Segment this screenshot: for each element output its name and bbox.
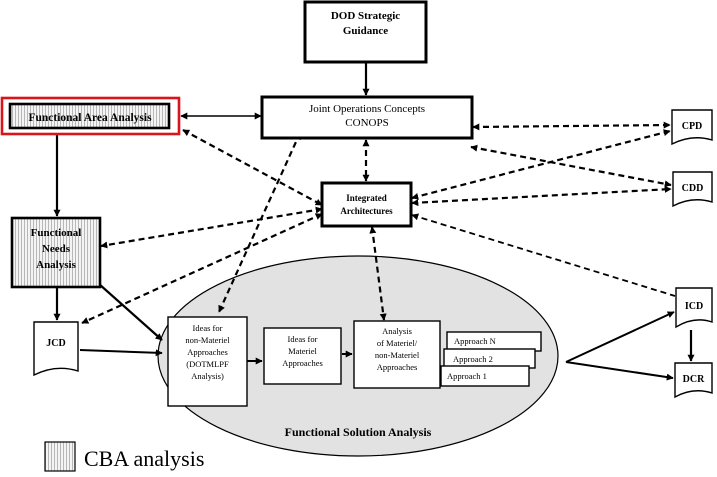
faa-ia-link <box>182 129 323 206</box>
approach-n-box: Approach N <box>446 331 542 352</box>
svg-text:Joint Operations Concepts: Joint Operations Concepts <box>309 103 425 115</box>
functional-area-analysis-box: Functional Area Analysis <box>0 96 181 136</box>
jcd-to-ideas <box>79 349 163 357</box>
svg-text:ICD: ICD <box>685 301 703 312</box>
svg-text:JCD: JCD <box>46 338 65 349</box>
functional-needs-analysis-box: Functional Needs Analysis <box>10 216 102 289</box>
connectors <box>53 63 695 381</box>
svg-text:Analysis): Analysis) <box>191 371 224 381</box>
svg-text:Ideas for: Ideas for <box>288 334 318 344</box>
ideas-non-materiel-box: Ideas for non-Materiel Approaches (DOTML… <box>167 316 248 407</box>
svg-text:Approach 2: Approach 2 <box>453 354 493 364</box>
svg-text:CDD: CDD <box>682 183 704 194</box>
cdd-document: CDD <box>672 171 713 208</box>
svg-text:Approaches: Approaches <box>377 362 418 372</box>
svg-text:DOD Strategic: DOD Strategic <box>331 10 400 22</box>
svg-text:Functional Area Analysis: Functional Area Analysis <box>28 112 152 124</box>
svg-text:of Materiel/: of Materiel/ <box>377 338 418 348</box>
dod-strategic-guidance-box: DOD Strategic Guidance <box>303 0 428 64</box>
conops-cpd-link <box>472 121 671 131</box>
dcr-document: DCR <box>674 362 713 399</box>
legend: CBA analysis <box>44 441 204 472</box>
svg-text:non-Materiel: non-Materiel <box>185 335 230 345</box>
integrated-architectures-box: Integrated Architectures <box>320 181 413 228</box>
svg-text:Analysis: Analysis <box>382 326 412 336</box>
ia-jcd-link <box>81 212 323 325</box>
functional-solution-analysis-label: Functional Solution Analysis <box>285 425 432 439</box>
svg-text:(DOTMLPF: (DOTMLPF <box>186 359 229 369</box>
svg-text:Approaches: Approaches <box>187 347 228 357</box>
svg-text:Needs: Needs <box>42 243 71 255</box>
svg-text:Analysis: Analysis <box>36 259 76 271</box>
svg-text:Integrated: Integrated <box>346 193 387 203</box>
ia-icd-link <box>411 213 676 297</box>
svg-text:non-Materiel: non-Materiel <box>375 350 420 360</box>
approach-1-box: Approach 1 <box>440 365 530 387</box>
conops-cdd-link <box>470 144 672 188</box>
svg-text:Functional: Functional <box>31 227 82 239</box>
analysis-approaches-box: Analysis of Materiel/ non-Materiel Appro… <box>353 320 441 389</box>
jcd-document: JCD <box>33 321 79 377</box>
svg-text:Architectures: Architectures <box>340 206 393 216</box>
legend-swatch <box>44 441 76 472</box>
svg-text:Guidance: Guidance <box>343 25 388 37</box>
ideas-materiel-box: Ideas for Materiel Approaches <box>263 327 342 385</box>
approaches-to-dcr <box>565 361 674 381</box>
icd-document: ICD <box>675 287 713 329</box>
approach-2-box: Approach 2 <box>443 348 536 369</box>
svg-text:DCR: DCR <box>683 374 705 385</box>
ia-cpd-link <box>411 129 671 200</box>
svg-text:Materiel: Materiel <box>288 346 317 356</box>
approaches-to-icd <box>565 311 675 363</box>
ia-fna-link <box>100 206 323 249</box>
svg-text:Approaches: Approaches <box>282 358 323 368</box>
svg-text:CONOPS: CONOPS <box>345 117 388 129</box>
ia-cdd-link <box>411 185 672 207</box>
svg-text:Approach 1: Approach 1 <box>447 371 487 381</box>
ia-analysis-link <box>369 226 387 321</box>
svg-text:CPD: CPD <box>682 121 703 132</box>
legend-label: CBA analysis <box>84 446 204 471</box>
cpd-document: CPD <box>671 109 713 146</box>
conops-box: Joint Operations Concepts CONOPS <box>260 95 474 140</box>
svg-text:Approach N: Approach N <box>454 336 496 346</box>
svg-text:Ideas for: Ideas for <box>193 323 223 333</box>
